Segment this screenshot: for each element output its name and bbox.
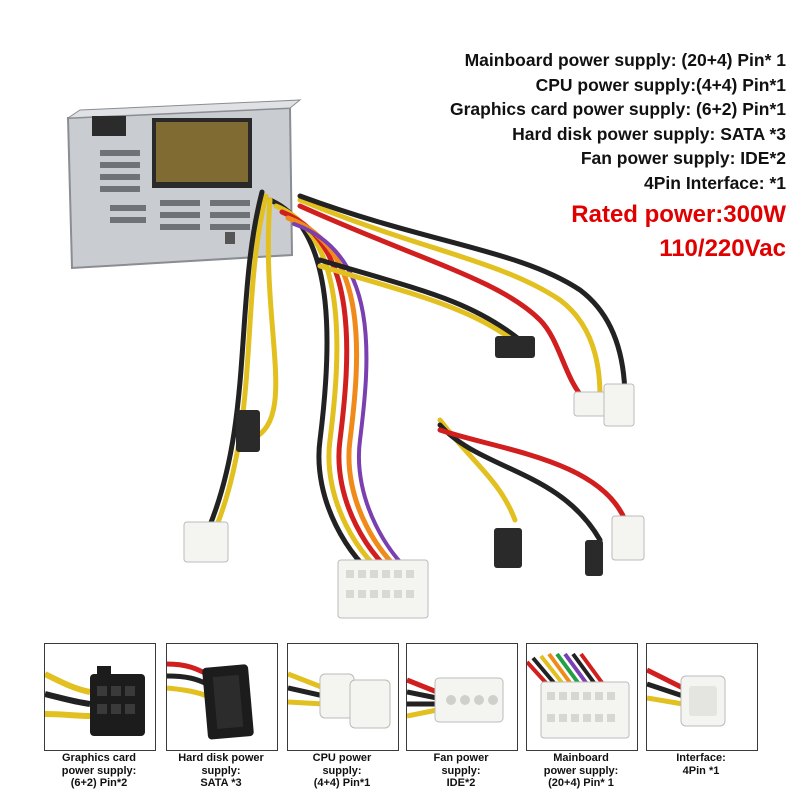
4pin-interface-connector-icon [647, 667, 726, 727]
pcie-6plus2-connector-icon [45, 666, 145, 736]
voltage: 110/220Vac [659, 235, 786, 262]
caption-4pin: Interface: 4Pin *1 [676, 752, 726, 777]
spec-list: Mainboard power supply: (20+4) Pin* 1 CP… [326, 48, 786, 266]
caption-atx: Mainboard power supply: (20+4) Pin* 1 [543, 752, 619, 789]
rated-power: Rated power:300W [571, 201, 786, 228]
connector-tile-4pin [646, 643, 758, 751]
connector-tile-sata [166, 643, 278, 751]
connector-tile-cpu [287, 643, 399, 751]
caption-ide: Fan power supply: IDE*2 [433, 752, 489, 789]
spec-mainboard: Mainboard power supply: (20+4) Pin* 1 [464, 50, 786, 70]
spec-fan: Fan power supply: IDE*2 [580, 148, 786, 168]
spec-cpu: CPU power supply:(4+4) Pin*1 [535, 74, 786, 95]
ide-molex-connector-icon [407, 677, 504, 723]
caption-sata: Hard disk power supply: SATA *3 [178, 752, 264, 789]
caption-graphics: Graphics card power supply: (6+2) Pin*2 [61, 752, 137, 789]
connector-tile-atx [526, 643, 638, 751]
sata-connector-icon [167, 661, 254, 740]
cable-bundle [205, 189, 628, 583]
spec-4pin: 4Pin Interface: *1 [644, 172, 786, 193]
spec-graphics: Graphics card power supply: (6+2) Pin*1 [449, 99, 786, 119]
atx-24pin-connector-icon [527, 652, 630, 739]
caption-cpu: CPU power supply: (4+4) Pin*1 [312, 752, 372, 789]
psu-unit [66, 99, 302, 270]
power-supply-product-photo [66, 99, 645, 619]
photo-connectors [183, 336, 645, 619]
cpu-4plus4-connector-icon [288, 671, 391, 729]
spec-hard-disk: Hard disk power supply: SATA *3 [512, 123, 786, 144]
connector-tile-graphics [44, 643, 156, 751]
connector-tile-ide [406, 643, 518, 751]
